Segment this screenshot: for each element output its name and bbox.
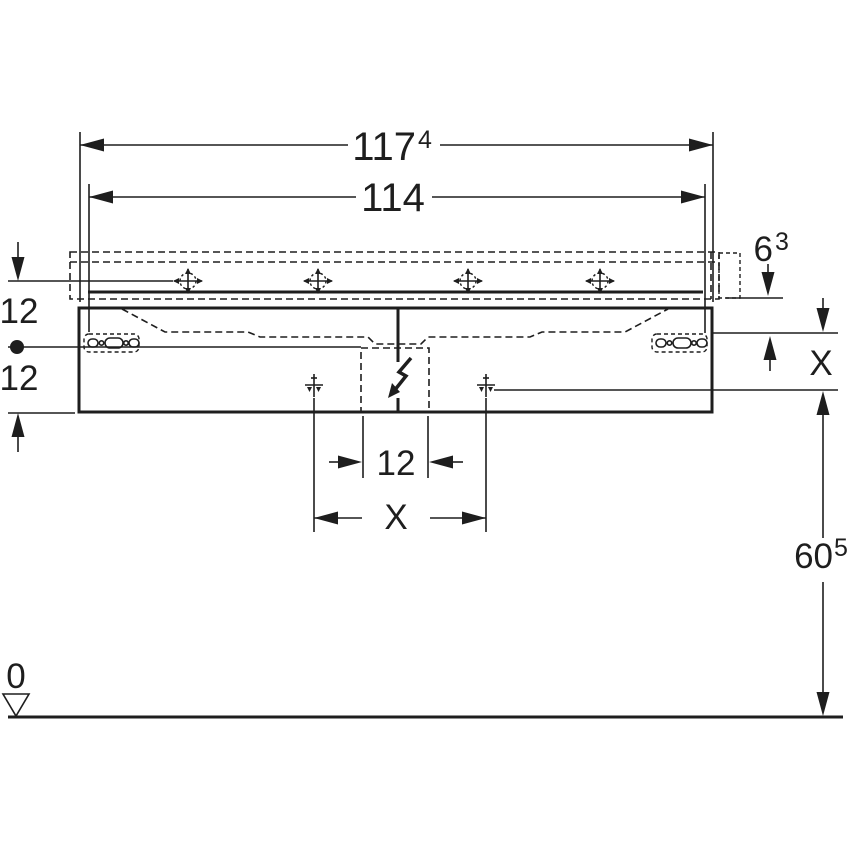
datum-label: 0 — [6, 657, 25, 696]
washbasin-outline — [8, 251, 741, 300]
drill-crosshair-icon — [585, 268, 615, 294]
arrowhead-down — [816, 692, 830, 716]
dimension-label: 114 — [361, 176, 425, 220]
basin-underside-contour — [121, 308, 669, 345]
dimension-install-height: 60 5 — [494, 389, 848, 716]
arrowhead-down — [816, 308, 830, 332]
dimension-dot — [10, 340, 24, 354]
arrowhead-left — [314, 511, 338, 525]
drill-point-icon — [305, 374, 323, 397]
arrowhead-up — [763, 336, 777, 360]
dimension-right-offset: X — [712, 298, 838, 383]
arrowhead-right — [338, 455, 362, 469]
arrowhead-up — [816, 391, 830, 415]
datum-triangle-icon — [1, 693, 31, 718]
washbasin-dashed-box — [69, 251, 720, 300]
arrowhead-right — [689, 138, 713, 152]
dimension-label-sup: 5 — [834, 534, 848, 562]
dimension-basin-height: 6 3 — [726, 228, 789, 299]
drill-crosshair-icon — [303, 268, 333, 294]
arrowhead-down — [11, 257, 25, 281]
dimension-label: X — [384, 498, 407, 537]
drill-crosshair-icon — [173, 268, 203, 294]
dimension-outlet-span: X — [313, 398, 487, 537]
dimension-label: 6 — [754, 230, 773, 269]
dimension-outlet-width: 12 — [329, 416, 463, 483]
dimension-label: X — [809, 344, 832, 383]
dimension-label: 12 — [377, 444, 416, 483]
arrowhead-down — [761, 272, 775, 296]
dimension-label: 12 — [0, 292, 38, 331]
electrical-zone-box — [360, 347, 430, 413]
arrowhead-right — [681, 190, 705, 204]
dimension-label-sup: 3 — [775, 228, 789, 256]
dimension-basin-width: 114 — [88, 176, 706, 333]
cabinet-outline — [77, 306, 714, 414]
arrowhead-left — [429, 455, 453, 469]
drill-crosshair-icon — [453, 268, 483, 294]
dimension-total-width: 117 4 — [79, 125, 714, 302]
dimension-label-sup: 4 — [418, 126, 432, 154]
drill-point-icon — [477, 374, 495, 397]
arrowhead-left — [89, 190, 113, 204]
arrowhead-up — [11, 413, 25, 437]
electrical-connection-icon — [388, 356, 413, 398]
cabinet-body — [77, 306, 714, 414]
dimension-label: 60 — [794, 537, 833, 576]
mounting-slot-icon — [651, 333, 708, 353]
dimension-left-offsets: 12 12 — [0, 242, 361, 452]
dimension-label: 12 — [0, 359, 38, 398]
arrowhead-left — [80, 138, 104, 152]
drill-crosshairs — [173, 268, 615, 294]
dimension-label: 117 — [352, 125, 416, 169]
mounting-slot-icon — [83, 333, 140, 353]
washbasin-right-bracket — [718, 252, 741, 299]
floor-datum: 0 — [1, 657, 843, 719]
arrowhead-right — [462, 511, 486, 525]
